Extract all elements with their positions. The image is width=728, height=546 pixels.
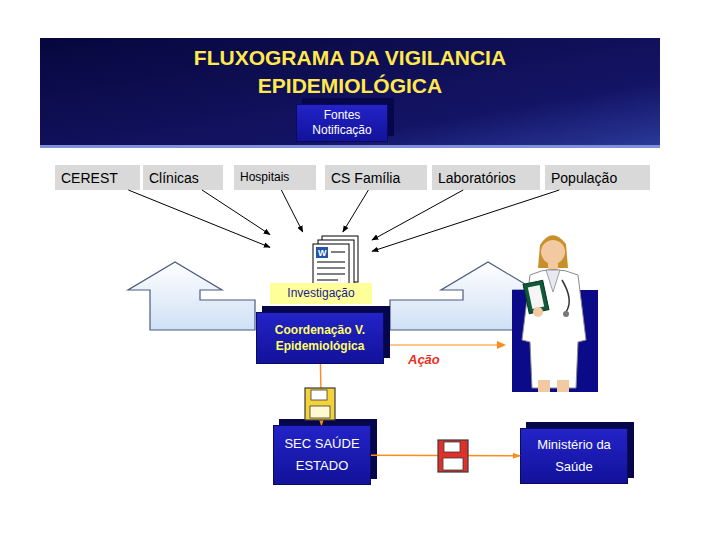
investigation-box: Investigação [270, 232, 372, 304]
document-line [331, 252, 345, 253]
node-text: Ministério da Saúde [534, 434, 614, 478]
node-text: Laboratórios [438, 170, 516, 186]
document-line [317, 262, 345, 263]
flow-connector [343, 190, 369, 232]
floppy-label [310, 406, 330, 418]
document-line [317, 274, 345, 275]
coordination-box: Coordenação V. Epidemiológica [256, 312, 384, 364]
source-box: População [545, 165, 650, 190]
flow-connector [281, 190, 302, 232]
flow-connector [128, 190, 270, 247]
floppy-body [438, 440, 468, 472]
node-text: Fontes Notificação [297, 108, 387, 138]
flow-connector [202, 190, 270, 235]
edge-group [128, 190, 559, 456]
node-text: População [551, 170, 617, 186]
doctor-leg [538, 380, 550, 392]
document-line [317, 268, 345, 269]
action-arrowhead [497, 341, 506, 349]
flow-connector [372, 190, 559, 251]
node-text: SEC SAÚDE ESTADO [281, 433, 363, 477]
doctor-neck [548, 262, 558, 270]
doctor-collar [546, 270, 560, 292]
icon-letter: W [318, 248, 327, 258]
state-office-box: SEC SAÚDE ESTADO [273, 425, 371, 485]
node-text: Coordenação V. Epidemiológica [257, 322, 383, 354]
doctor-coat [522, 270, 586, 389]
stethoscope [562, 280, 569, 312]
floppy-label [443, 458, 463, 470]
word-logo [316, 247, 328, 258]
doctor-illustration [512, 235, 598, 392]
node-text: CEREST [61, 170, 118, 186]
stethoscope-head [563, 311, 569, 317]
floppy-body [305, 388, 335, 420]
source-box: Laboratórios [432, 165, 540, 190]
action-line [386, 344, 498, 345]
doctor-head [541, 240, 565, 264]
document-icon [313, 236, 358, 286]
action-label: Ação [408, 352, 440, 368]
source-header-box: Fontes Notificação [296, 104, 388, 142]
flow-connector [372, 190, 463, 240]
doctor-leg [557, 380, 569, 392]
node-text: Clínicas [149, 170, 199, 186]
floppy-shutter [311, 390, 327, 400]
title-band-edge [40, 145, 660, 148]
source-box: CS Família [325, 165, 427, 190]
source-box: Hospitais [234, 165, 316, 190]
source-box: CEREST [55, 165, 140, 190]
clipboard-paper [528, 285, 544, 309]
floppy-shutter [444, 442, 460, 452]
document-line [317, 280, 338, 281]
node-text: Hospitais [240, 170, 289, 185]
node-text: Investigação [270, 283, 372, 304]
title-band [40, 38, 660, 148]
node-text: CS Família [331, 170, 400, 186]
doctor-hand [533, 307, 543, 317]
hollow-arrow [128, 262, 255, 330]
ministry-box: Ministério da Saúde [520, 428, 628, 484]
source-box: Clínicas [143, 165, 223, 190]
diagram-title: FLUXOGRAMA DA VIGILANCIA EPIDEMIOLÓGICA [100, 44, 600, 100]
floppy-icon [438, 440, 468, 472]
floppy-icon [305, 388, 335, 420]
document-page [313, 244, 349, 286]
